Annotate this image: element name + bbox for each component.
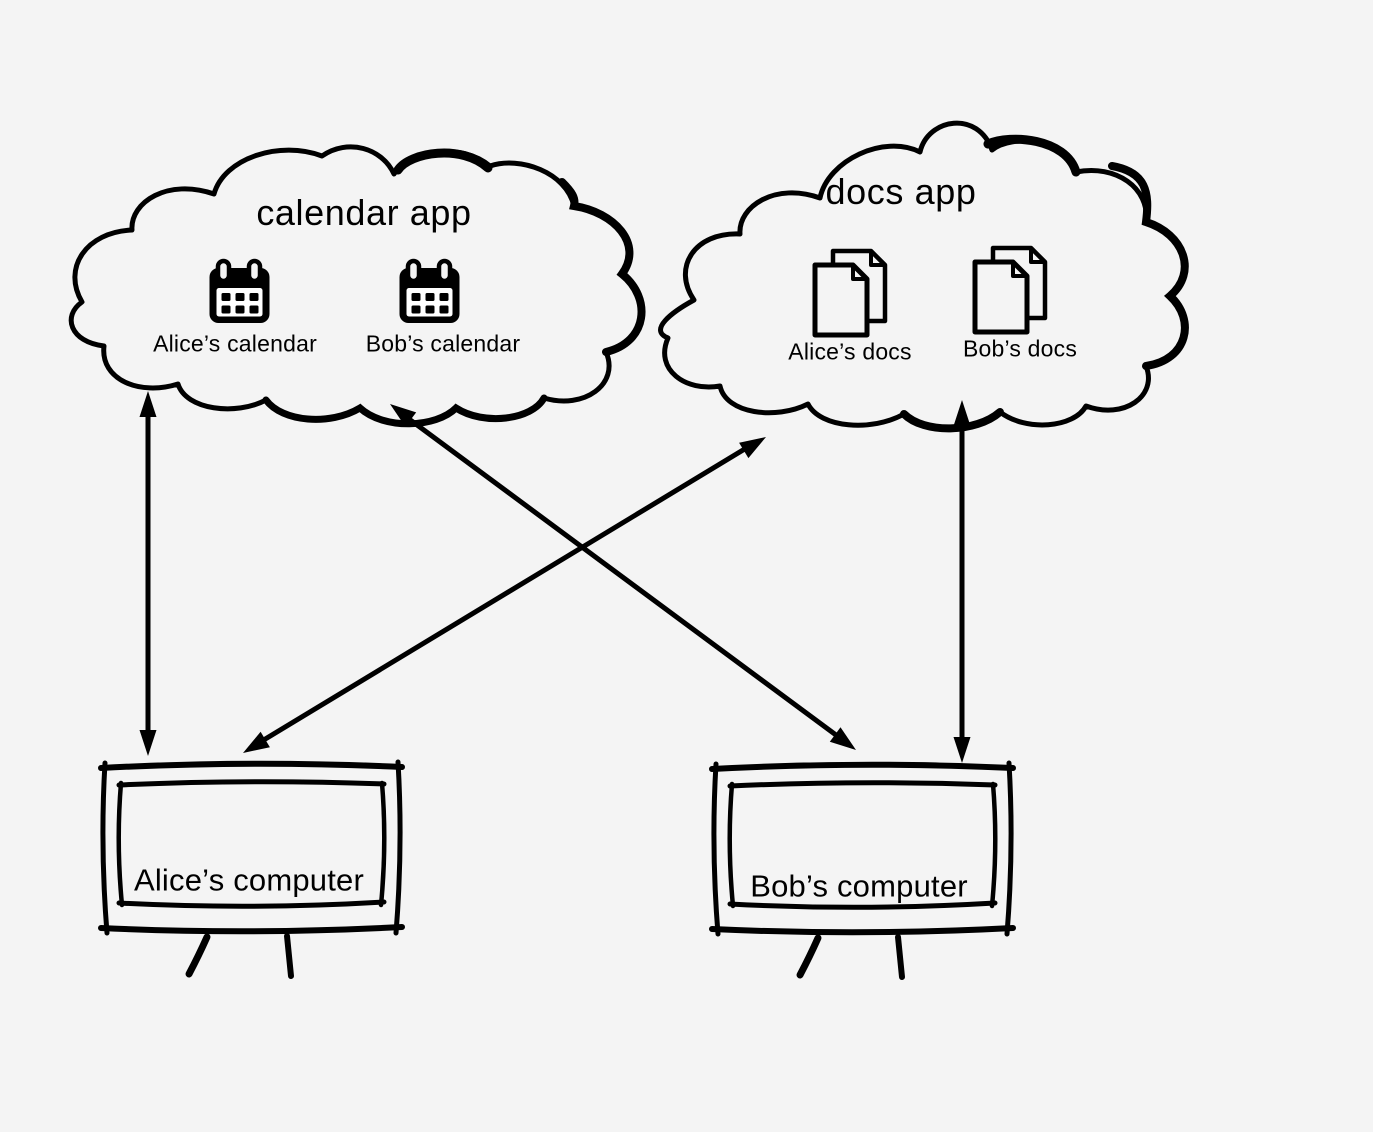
- calendar-app-cloud-outline: [68, 144, 644, 427]
- arrow-alice-computer-docs-app: [243, 437, 766, 753]
- arrow-alice-computer-calendar-app: [139, 391, 157, 756]
- alice-docs-label: Alice’s docs: [788, 338, 912, 365]
- cloud-thick-stroke: [983, 134, 1081, 177]
- cloud-thick-stroke: [900, 408, 1004, 433]
- docs-icon: [815, 251, 885, 335]
- docs-app-cloud-outline: [658, 120, 1188, 432]
- calendar-app-cloud: [68, 144, 646, 428]
- cloud-thick-stroke: [1108, 162, 1189, 370]
- arrow-bob-computer-calendar-app: [390, 404, 856, 750]
- cloud-thick-stroke: [393, 148, 493, 175]
- cloud-thick-stroke: [558, 178, 646, 356]
- alice-computer-label: Alice’s computer: [133, 862, 365, 898]
- arrowhead: [139, 391, 157, 417]
- bob-calendar-label: Bob’s calendar: [365, 330, 521, 357]
- calendar-icon: [400, 261, 460, 323]
- bob-docs-label: Bob’s docs: [962, 335, 1078, 362]
- arrowhead: [739, 437, 766, 459]
- arrowhead: [390, 404, 417, 427]
- alice-calendar-label: Alice’s calendar: [153, 330, 317, 357]
- arrowhead: [953, 400, 971, 426]
- arrowhead: [829, 727, 856, 750]
- arrowhead: [243, 731, 270, 753]
- bob-computer-label: Bob’s computer: [750, 868, 968, 904]
- arrow-bob-computer-docs-app: [953, 400, 971, 763]
- cloud-thick-stroke: [262, 394, 548, 428]
- arrowhead: [953, 737, 971, 763]
- calendar-app-title: calendar app: [256, 192, 472, 233]
- arrowhead: [139, 730, 157, 756]
- docs-app-title: docs app: [825, 171, 977, 212]
- calendar-icon: [210, 261, 270, 323]
- docs-app-cloud: [658, 120, 1189, 433]
- docs-icon: [975, 248, 1045, 332]
